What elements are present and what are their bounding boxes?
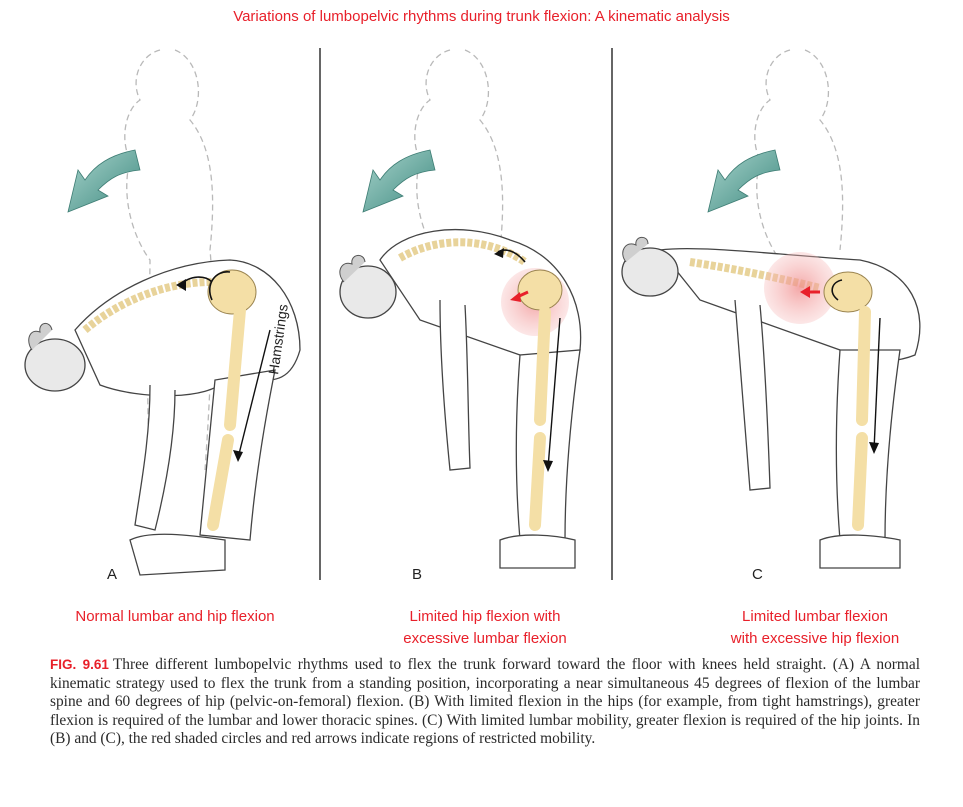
figure-illustration: Hamstrings <box>24 48 921 580</box>
panel-b-hamstring-line <box>547 317 561 469</box>
panel-a-pelvis <box>207 269 257 315</box>
panel-c-caption-line2: with excessive hip flexion <box>730 630 900 647</box>
panel-a-flexion-arrow <box>67 149 141 213</box>
panel-c-head <box>621 247 679 297</box>
panel-c-shoe <box>819 534 901 569</box>
panel-a-arm <box>134 384 176 531</box>
figure-number: FIG. 9.61 <box>50 657 109 672</box>
panel-c-tibia <box>852 432 868 531</box>
panel-c-spine <box>689 258 821 292</box>
panel-b-leg <box>515 349 581 541</box>
panel-b-caption-line2: excessive lumbar flexion <box>403 630 567 647</box>
panel-b-pelvis <box>517 269 563 311</box>
panel-b-caption: Limited hip flexion with excessive lumba… <box>340 606 630 650</box>
panel-a-caption: Normal lumbar and hip flexion <box>75 608 275 625</box>
panel-b-standing-ghost <box>414 49 504 261</box>
panel-b-femur <box>534 306 551 426</box>
panel-a-letter: A <box>107 566 118 583</box>
panel-c-arm <box>734 299 771 491</box>
panel-c-caption-line1: Limited lumbar flexion <box>742 608 888 625</box>
panel-c-figure <box>621 49 921 569</box>
panel-b-flexion-arrow <box>362 149 436 213</box>
panel-c-femur <box>856 306 871 426</box>
panel-b-head <box>339 265 397 319</box>
panel-b-spine <box>398 238 528 266</box>
figure-title: Variations of lumbopelvic rhythms during… <box>233 8 730 25</box>
panel-a-shoe <box>129 533 226 576</box>
figure-caption-text: Three different lumbopelvic rhythms used… <box>50 656 921 748</box>
panel-b-caption-line1: Limited hip flexion with <box>409 608 561 625</box>
panel-b-figure <box>339 49 582 569</box>
panel-a-head <box>24 338 86 392</box>
panel-c-standing-ghost <box>754 49 844 261</box>
panel-a-tibia <box>207 434 234 531</box>
panel-a-spine <box>82 277 221 334</box>
panel-b-tibia <box>529 432 546 531</box>
panel-c-flexion-arrow <box>707 149 781 213</box>
panel-c-letter: C <box>752 566 763 583</box>
panel-c-restricted-shade <box>764 252 836 324</box>
panel-b-shoe <box>499 534 576 569</box>
panel-a-figure: Hamstrings <box>24 49 301 576</box>
panel-b-letter: B <box>412 566 423 583</box>
panel-b-arm <box>439 299 471 471</box>
panel-a-femur <box>224 304 246 431</box>
panel-c-hamstring-line <box>873 317 881 451</box>
panel-a-hamstring-line <box>237 329 271 459</box>
panel-c-caption: Limited lumbar flexion with excessive hi… <box>665 606 963 650</box>
panel-c-pelvis <box>823 271 873 313</box>
